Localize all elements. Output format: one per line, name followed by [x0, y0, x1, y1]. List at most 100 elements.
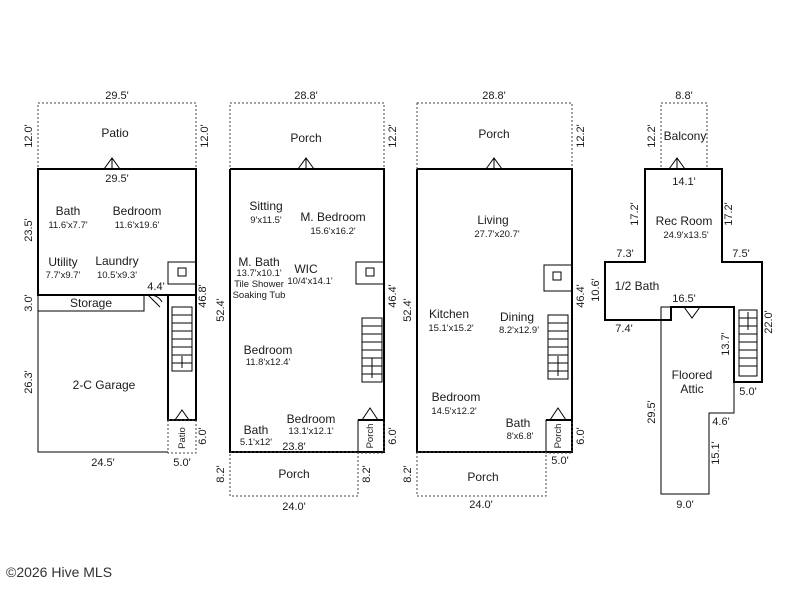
double-door-icon	[103, 157, 121, 170]
p3-bedroom-dim: 14.5'x12.2'	[431, 406, 477, 417]
stair-treads	[547, 314, 569, 380]
p1-storage-label: Storage	[70, 296, 112, 310]
p1-bedroom-label: Bedroom	[113, 204, 162, 218]
appliance-icon	[177, 267, 187, 277]
p4-top-width: 8.8'	[675, 90, 692, 102]
p4-right-ext: 7.5'	[732, 248, 749, 260]
p2-wic-label: WIC	[294, 262, 318, 276]
p1-utility-dim: 7.7'x9.7'	[46, 270, 81, 281]
p3-living-dim: 27.7'x20.7'	[474, 229, 520, 240]
plan-attic-level: 8.8' Balcony 12.2' 14.1' Rec Room 24.9'x…	[590, 90, 775, 511]
p4-attic-label-2: Attic	[680, 382, 703, 396]
p4-half-bath-label: 1/2 Bath	[615, 279, 660, 293]
p3-porch-bottom-depth: 8.2'	[402, 465, 414, 482]
appliance-box	[355, 261, 385, 285]
p2-mbath-note2: Soaking Tub	[233, 290, 286, 301]
bottom-porch-area	[229, 451, 359, 497]
p3-porch-top-label: Porch	[478, 127, 509, 141]
p1-bath-dim: 11.6'x7.7'	[48, 220, 88, 231]
p3-top-width: 28.8'	[482, 90, 506, 102]
p1-garage-depth: 26.3'	[23, 370, 35, 394]
p1-laundry-dim: 10.5'x9.3'	[97, 270, 137, 281]
p3-bath-label: Bath	[506, 416, 531, 430]
p2-porch-bottom-depth-left: 8.2'	[215, 465, 227, 482]
p2-bedroom-label: Bedroom	[244, 343, 293, 357]
appliance-icon	[552, 271, 562, 281]
p3-kitchen-dim: 15.1'x15.2'	[428, 323, 474, 334]
p2-bottom-width: 23.8'	[282, 441, 306, 453]
p2-mbed-label: M. Bedroom	[300, 210, 365, 224]
p4-rec-label: Rec Room	[656, 214, 713, 228]
p3-porch-bottom-label: Porch	[467, 470, 498, 484]
porch-door-icon	[361, 407, 379, 421]
p4-rec-width: 14.1'	[672, 176, 696, 188]
p2-bedroom-dim: 11.8'x12.4'	[246, 357, 291, 368]
p2-mbath-note1: Tile Shower	[234, 279, 284, 290]
p2-bedroom2-label: Bedroom	[287, 412, 336, 426]
porch-door-icon	[549, 407, 567, 421]
p4-right-depth: 22.0'	[763, 310, 775, 334]
p1-garage-label: 2-C Garage	[73, 378, 136, 392]
p1-patio-depth-left: 12.0'	[23, 124, 35, 148]
p4-rec-depth-left: 17.2'	[629, 202, 641, 226]
plan-main-level: 28.8' Porch 12.2' Living 27.7'x20.7' Kit…	[402, 90, 587, 511]
p1-bedroom-dim: 11.6'x19.6'	[115, 220, 160, 231]
p2-bath-dim: 5.1'x12'	[240, 437, 272, 448]
p2-mbath-dim: 13.7'x10.1'	[236, 268, 282, 279]
p4-mid-width: 16.5'	[672, 293, 696, 305]
upper-walls-right	[230, 168, 385, 453]
p1-bath-label: Bath	[56, 204, 81, 218]
p4-rec-dim: 24.9'x13.5'	[663, 230, 709, 241]
p3-side-porch-depth: 6.0'	[575, 427, 587, 444]
p2-sitting-dim: 9'x11.5'	[250, 215, 282, 226]
p4-notch-width: 4.6'	[712, 416, 729, 428]
p1-side-patio-label: Patio	[177, 427, 188, 449]
p3-left-depth: 52.4'	[402, 298, 414, 322]
p2-porch-top-label: Porch	[290, 131, 321, 145]
p1-patio-depth-right: 12.0'	[199, 124, 211, 148]
p4-balcony-label: Balcony	[664, 129, 707, 143]
p1-step-dim: 4.4'	[147, 281, 164, 293]
p2-mbath-label: M. Bath	[238, 255, 279, 269]
p2-porch-bottom-label: Porch	[278, 467, 309, 481]
side-patio-area	[167, 419, 197, 454]
p3-kitchen-label: Kitchen	[429, 307, 469, 321]
p1-side-patio-depth: 6.0'	[197, 427, 209, 444]
patio-door-icon	[174, 409, 190, 421]
double-door-icon	[668, 157, 686, 170]
plan-garage-level: 29.5' Patio 12.0' 12.0' 29.5' Bath 11.6'…	[23, 90, 211, 469]
p2-porch-depth: 12.2'	[387, 124, 399, 148]
p2-mbed-dim: 15.6'x16.2'	[310, 226, 356, 237]
p2-wic-dim: 10/4'x14.1'	[287, 276, 333, 287]
p4-balcony-depth: 12.2'	[646, 124, 658, 148]
p4-left-step: 7.4'	[615, 323, 632, 335]
p3-porch-bottom-width: 24.0'	[469, 499, 493, 511]
p3-dining-label: Dining	[500, 310, 534, 324]
p3-bath-dim: 8'x6.8'	[507, 431, 534, 442]
p4-bottom-width: 9.0'	[676, 499, 693, 511]
p2-side-porch-depth: 6.0'	[387, 427, 399, 444]
p1-garage-width: 24.5'	[91, 457, 115, 469]
p1-utility-label: Utility	[48, 255, 77, 269]
p2-top-width: 28.8'	[294, 90, 318, 102]
p2-side-porch-label: Porch	[365, 424, 376, 449]
double-door-icon	[485, 157, 503, 170]
bottom-porch-area	[416, 451, 547, 497]
p3-right-depth: 46.4'	[575, 284, 587, 308]
p2-right-depth: 46.4'	[387, 284, 399, 308]
p2-bedroom2-dim: 13.1'x12.1'	[288, 426, 334, 437]
stair-treads	[171, 306, 193, 372]
p4-stair-depth: 13.7'	[720, 332, 732, 356]
p1-right-depth: 46.8'	[197, 284, 209, 308]
top-porch-area	[416, 102, 573, 170]
p1-left-depth-upper: 23.5'	[23, 218, 35, 242]
attic-outline	[660, 306, 735, 495]
p1-storage-depth: 3.0'	[23, 294, 35, 311]
appliance-box	[167, 261, 197, 285]
p3-porch-depth: 12.2'	[575, 124, 587, 148]
p3-dining-dim: 8.2'x12.9'	[499, 325, 539, 336]
p4-left-ext: 7.3'	[616, 248, 633, 260]
stair-treads	[738, 309, 758, 377]
p2-left-depth: 52.4'	[215, 298, 227, 322]
p4-attic-depth: 29.5'	[646, 400, 658, 424]
